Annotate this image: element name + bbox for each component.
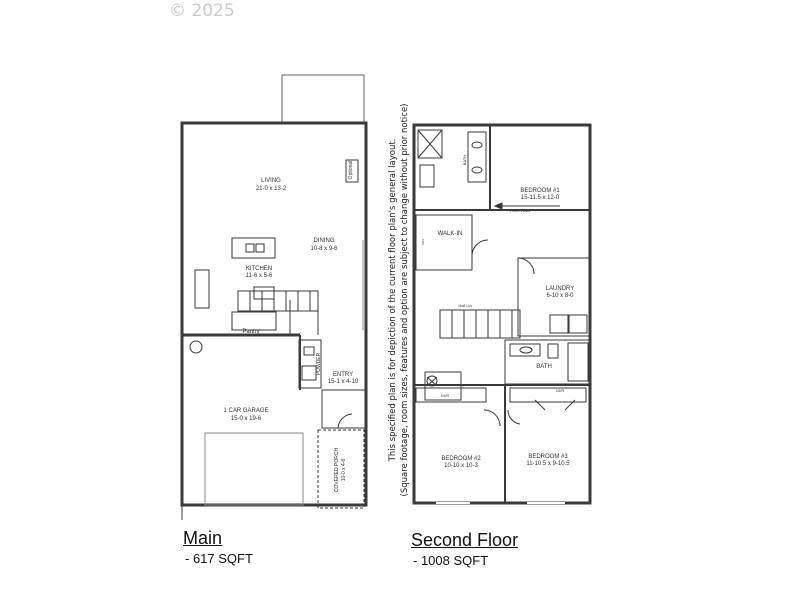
main-floor-title: Main (183, 528, 223, 548)
powder-room (298, 339, 322, 389)
powder-label: POWDER (316, 352, 322, 375)
fireplace (345, 159, 359, 183)
disclaimer-line1: This specified plan is for depiction of … (388, 139, 398, 463)
upper-stair (439, 309, 521, 339)
bedroom1-note: Fixed Walls (510, 208, 531, 213)
garage-label: 1 CAR GARAGE (223, 408, 268, 414)
porch-size: 10-0 x 4-6 (341, 459, 347, 482)
copyright-notice: © 2025 (169, 1, 235, 21)
bedroom2-size: 10-10 x 10-3 (444, 463, 478, 469)
garage-size: 15-0 x 19-6 (231, 416, 262, 422)
kitchen-island (231, 237, 276, 259)
main-floor-sqft: - 617 SQFT (185, 551, 253, 566)
pantry-label: Pantry (242, 329, 259, 335)
dining-label: DINING (314, 238, 335, 244)
bedroom1-size: 15-11.5 x 12-0 (521, 195, 560, 201)
upper-bath-label: BATH (462, 155, 467, 165)
disclaimer-line2: (Square footage, room sizes, features an… (400, 104, 410, 497)
garage-door (204, 432, 304, 506)
living-label: LIVING (261, 178, 281, 184)
walkin-label: WALK-IN (438, 231, 463, 237)
kitchen-size: 11-6 x 5-6 (246, 273, 273, 279)
laundry-size: 6-10 x 8-0 (546, 293, 574, 299)
hall-label: Hall Lin (458, 303, 471, 308)
water-heater (189, 340, 203, 354)
entry-size: 15-1 x 4-10 (328, 379, 359, 385)
rear-patio (281, 74, 365, 124)
closet3-label: 10/R (556, 388, 565, 393)
walk-in-closet (415, 214, 473, 271)
dining-size: 10-8 x 9-6 (310, 246, 338, 252)
covered-porch (317, 429, 365, 509)
living-size: 21-0 x 13-2 (256, 186, 287, 192)
pantry (231, 311, 277, 331)
porch-label: COVERED PORCH (334, 448, 340, 493)
second-floor-sqft: - 1008 SQFT (413, 553, 489, 568)
shower (417, 129, 443, 159)
hall-bath-label: BATH (536, 364, 552, 370)
bedroom3-label: BEDROOM #3 (528, 454, 568, 460)
laundry-room (517, 257, 591, 337)
bedroom1-label: BEDROOM #1 (520, 188, 560, 194)
second-floor-title: Second Floor (411, 530, 519, 550)
kitchen-label: KITCHEN (246, 266, 272, 272)
fireplace-label: Optional (348, 161, 354, 180)
entry-label: ENTRY (333, 372, 353, 378)
laundry-label: LAUNDRY (546, 286, 575, 292)
bedroom2-label: BEDROOM #2 (441, 456, 481, 462)
closet2-label: 10/R (441, 393, 450, 398)
bedroom3-size: 11-10.5 x 9-10.5 (526, 461, 570, 467)
walkin-size: Lin (420, 239, 425, 244)
